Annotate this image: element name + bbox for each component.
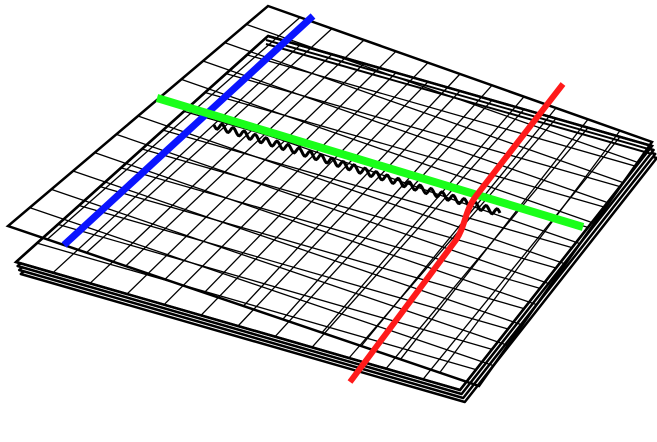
sheet-edge-line-2	[265, 43, 653, 155]
lower-grid-line-v-11	[36, 242, 477, 371]
lower-grid-group	[13, 34, 655, 392]
lower-sheet-border	[13, 34, 655, 392]
top-grid-line-v-10	[51, 188, 509, 346]
blue-line	[61, 13, 316, 248]
lower-grid-line-v-10	[57, 223, 493, 350]
red-line	[347, 82, 566, 384]
lower-grid-line-u-11	[422, 136, 621, 380]
sheets-group	[14, 34, 657, 404]
upper-grid-group	[5, 4, 654, 388]
wavy-line	[212, 122, 502, 216]
green-line	[155, 94, 585, 231]
top-grid-line-v-11	[29, 207, 494, 367]
lines-group	[61, 13, 585, 384]
top-grid-line-u-11	[439, 130, 621, 374]
sheet-edge-line-1	[265, 39, 653, 151]
